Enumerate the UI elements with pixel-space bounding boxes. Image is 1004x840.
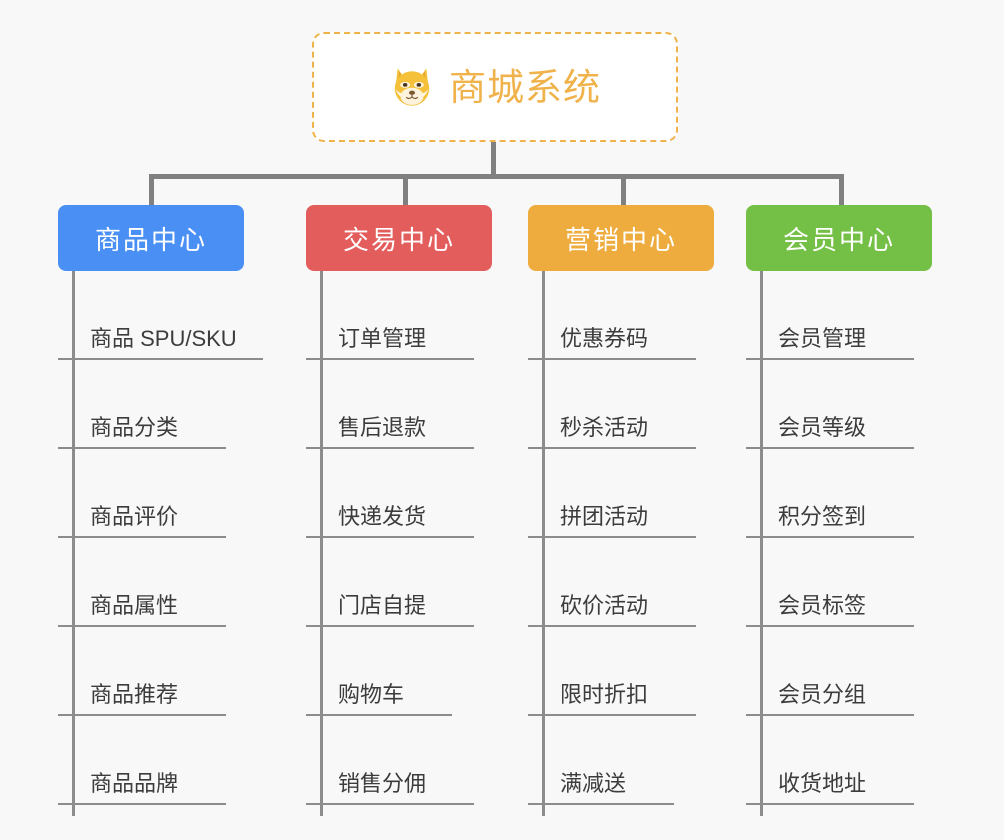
branch-header-label: 交易中心 xyxy=(342,224,455,255)
leaf-label: 售后退款 xyxy=(338,415,427,440)
leaf-item[interactable]: 积分签到 xyxy=(746,449,914,538)
leaf-item[interactable]: 商品属性 xyxy=(58,538,237,627)
leaf-item[interactable]: 会员管理 xyxy=(746,271,914,360)
leaf-label: 会员等级 xyxy=(778,415,867,440)
leaf-underline xyxy=(58,803,226,805)
leaf-underline xyxy=(58,536,226,538)
leaf-item[interactable]: 会员等级 xyxy=(746,360,914,449)
branch-header-marketing-center[interactable]: 营销中心 xyxy=(528,205,714,271)
leaf-label: 商品分类 xyxy=(90,415,179,440)
connector-drop-product xyxy=(149,174,154,207)
leaf-underline xyxy=(746,447,914,449)
connector-root-stub xyxy=(491,142,496,178)
leaf-item[interactable]: 商品评价 xyxy=(58,449,237,538)
leaf-underline xyxy=(746,714,914,716)
leaf-label: 积分签到 xyxy=(778,504,867,529)
root-title: 商城系统 xyxy=(449,66,601,108)
leaf-item[interactable]: 优惠券码 xyxy=(528,271,696,360)
leaf-underline xyxy=(528,447,696,449)
branch-header-label: 营销中心 xyxy=(564,224,677,255)
branch-trunk xyxy=(72,271,75,816)
leaf-underline xyxy=(58,625,226,627)
leaf-underline xyxy=(528,803,674,805)
leaf-label: 限时折扣 xyxy=(560,682,649,707)
branch-trunk xyxy=(760,271,763,816)
leaf-label: 商品品牌 xyxy=(90,771,179,796)
leaf-label: 优惠券码 xyxy=(560,326,649,351)
leaf-label: 会员管理 xyxy=(778,326,867,351)
leaf-underline xyxy=(746,625,914,627)
leaf-item[interactable]: 拼团活动 xyxy=(528,449,696,538)
leaf-underline xyxy=(58,358,263,360)
leaf-underline xyxy=(746,536,914,538)
branch-trunk xyxy=(320,271,323,816)
leaf-underline xyxy=(306,447,474,449)
branch-header-label: 商品中心 xyxy=(94,224,207,255)
leaf-label: 会员分组 xyxy=(778,682,867,707)
leaf-underline xyxy=(306,536,474,538)
leaf-item[interactable]: 商品 SPU/SKU xyxy=(58,271,263,360)
connector-horizontal-bus xyxy=(149,174,844,179)
leaf-underline xyxy=(528,536,696,538)
leaf-label: 商品 SPU/SKU xyxy=(90,326,237,351)
leaf-label: 砍价活动 xyxy=(560,593,649,618)
leaf-label: 门店自提 xyxy=(338,593,427,618)
leaf-underline xyxy=(58,447,226,449)
branch-header-trade-center[interactable]: 交易中心 xyxy=(306,205,492,271)
leaf-list: 优惠券码 秒杀活动 拼团活动 砍价活动 限时折扣 满减送 xyxy=(528,271,696,805)
leaf-label: 快递发货 xyxy=(338,504,427,529)
leaf-label: 商品评价 xyxy=(90,504,179,529)
leaf-item[interactable]: 购物车 xyxy=(306,627,452,716)
leaf-underline xyxy=(528,358,696,360)
leaf-underline xyxy=(306,358,474,360)
leaf-item[interactable]: 会员分组 xyxy=(746,627,914,716)
leaf-item[interactable]: 满减送 xyxy=(528,716,674,805)
leaf-item[interactable]: 限时折扣 xyxy=(528,627,696,716)
shiba-dog-face-icon xyxy=(394,68,430,108)
leaf-label: 销售分佣 xyxy=(338,771,427,796)
leaf-item[interactable]: 秒杀活动 xyxy=(528,360,696,449)
leaf-underline xyxy=(746,803,914,805)
leaf-label: 商品属性 xyxy=(90,593,179,618)
leaf-list: 订单管理 售后退款 快递发货 门店自提 购物车 销售分佣 xyxy=(306,271,474,805)
leaf-label: 购物车 xyxy=(338,682,405,707)
root-node[interactable]: 商城系统 xyxy=(312,32,678,142)
connector-drop-trade xyxy=(403,174,408,207)
leaf-list: 商品 SPU/SKU 商品分类 商品评价 商品属性 商品推荐 商品品牌 xyxy=(58,271,263,805)
leaf-item[interactable]: 销售分佣 xyxy=(306,716,474,805)
leaf-underline xyxy=(746,358,914,360)
leaf-label: 秒杀活动 xyxy=(560,415,649,440)
leaf-item[interactable]: 商品分类 xyxy=(58,360,237,449)
leaf-item[interactable]: 收货地址 xyxy=(746,716,914,805)
leaf-underline xyxy=(306,714,452,716)
leaf-underline xyxy=(58,714,226,716)
connector-drop-member xyxy=(839,174,844,207)
leaf-item[interactable]: 商品推荐 xyxy=(58,627,237,716)
branch-trunk xyxy=(542,271,545,816)
leaf-item[interactable]: 售后退款 xyxy=(306,360,474,449)
leaf-item[interactable]: 砍价活动 xyxy=(528,538,696,627)
leaf-label: 订单管理 xyxy=(338,326,427,351)
branch-header-member-center[interactable]: 会员中心 xyxy=(746,205,932,271)
leaf-underline xyxy=(528,625,696,627)
leaf-label: 满减送 xyxy=(560,771,627,796)
leaf-item[interactable]: 会员标签 xyxy=(746,538,914,627)
connector-drop-marketing xyxy=(621,174,626,207)
leaf-label: 拼团活动 xyxy=(560,504,649,529)
branch-header-product-center[interactable]: 商品中心 xyxy=(58,205,244,271)
leaf-underline xyxy=(528,714,696,716)
leaf-item[interactable]: 门店自提 xyxy=(306,538,474,627)
leaf-label: 商品推荐 xyxy=(90,682,179,707)
leaf-item[interactable]: 订单管理 xyxy=(306,271,474,360)
branch-header-label: 会员中心 xyxy=(782,224,895,255)
leaf-label: 会员标签 xyxy=(778,593,867,618)
leaf-item[interactable]: 商品品牌 xyxy=(58,716,237,805)
leaf-label: 收货地址 xyxy=(778,771,867,796)
leaf-underline xyxy=(306,625,474,627)
leaf-item[interactable]: 快递发货 xyxy=(306,449,474,538)
leaf-list: 会员管理 会员等级 积分签到 会员标签 会员分组 收货地址 xyxy=(746,271,914,805)
leaf-underline xyxy=(306,803,474,805)
